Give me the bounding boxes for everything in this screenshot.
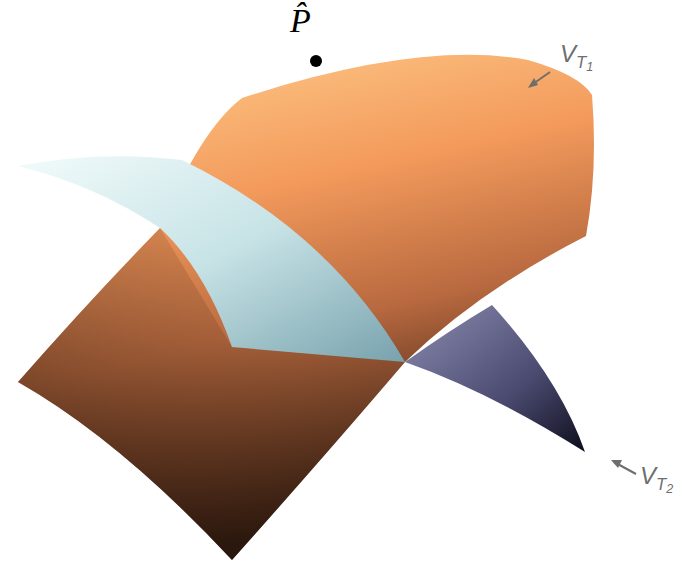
surface-vt2-upper: [18, 156, 405, 362]
surface-label: VT2: [640, 462, 673, 490]
surface-vt1: [18, 55, 594, 560]
subscript: 2: [666, 482, 673, 496]
point-label: P̂: [290, 2, 311, 40]
leader-arrowhead: [528, 78, 538, 88]
subscript: T1: [576, 53, 593, 72]
surface-vt2-lower: [405, 305, 585, 452]
subscript: T2: [656, 475, 673, 494]
surface-label: VT1: [560, 40, 593, 68]
leader-arrowhead: [611, 460, 622, 468]
point-dot: [310, 55, 322, 67]
subscript: 1: [586, 60, 593, 74]
